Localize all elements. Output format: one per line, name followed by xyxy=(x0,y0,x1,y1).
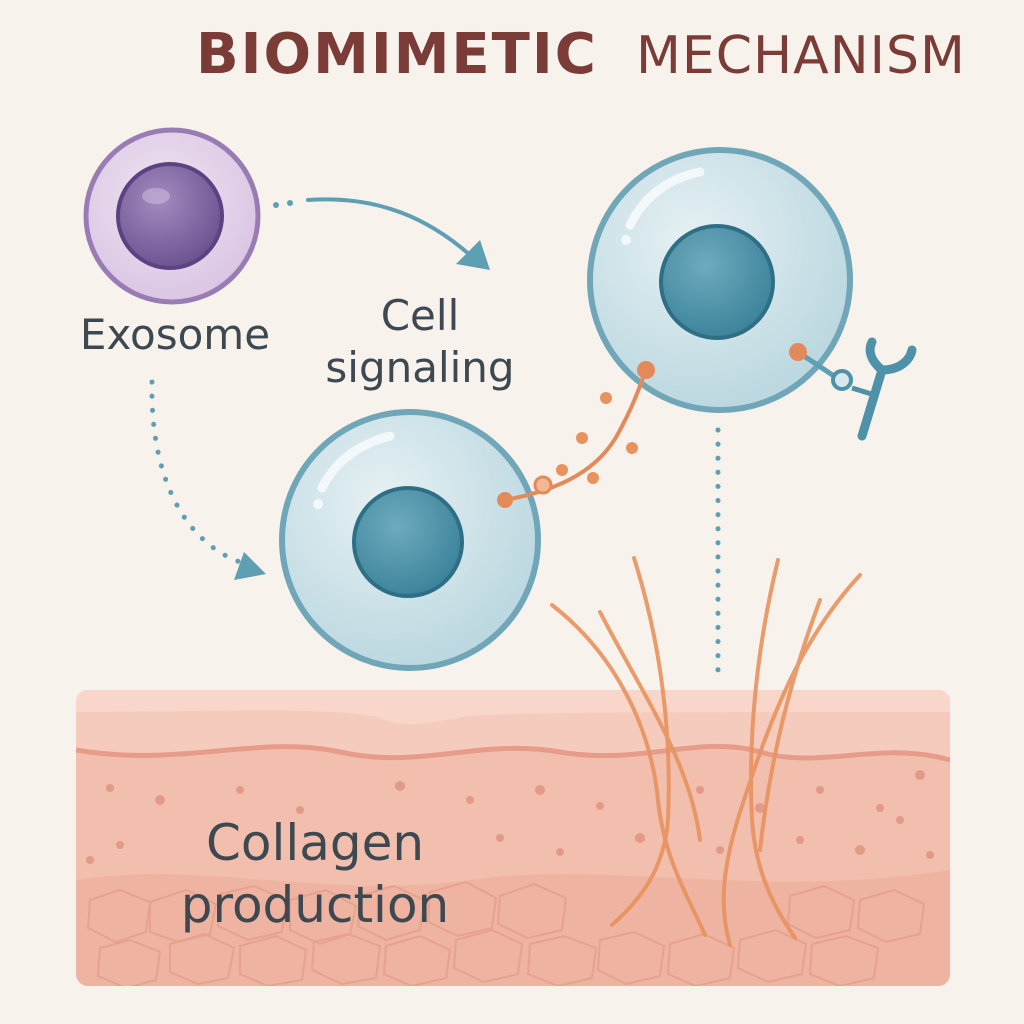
skin-cross-section xyxy=(76,690,950,986)
exosome-label: Exosome xyxy=(79,310,271,359)
arrow-exosome-to-signaling xyxy=(273,197,490,270)
exosome-icon xyxy=(83,127,261,305)
receptor-icon xyxy=(789,337,917,441)
upper-cell xyxy=(587,147,853,413)
signal-pathway xyxy=(497,361,655,508)
lower-cell xyxy=(279,409,541,671)
dermis-dots xyxy=(86,770,934,864)
title-regular: MECHANISM xyxy=(636,26,966,86)
title-bold: BIOMIMETIC xyxy=(196,22,598,87)
cell-signaling-label-line1: Cell xyxy=(380,291,460,340)
collagen-label-line1: Collagen xyxy=(205,814,425,872)
cell-signaling-label: Cell signaling xyxy=(300,290,540,394)
cell-signaling-label-line2: signaling xyxy=(325,343,515,392)
collagen-production-label: Collagen production xyxy=(150,812,480,936)
honeycomb-tissue xyxy=(86,880,926,986)
collagen-label-line2: production xyxy=(180,876,450,934)
arrow-exosome-to-cell xyxy=(149,379,266,580)
signal-molecules xyxy=(556,392,638,484)
collagen-fibers xyxy=(550,556,862,947)
